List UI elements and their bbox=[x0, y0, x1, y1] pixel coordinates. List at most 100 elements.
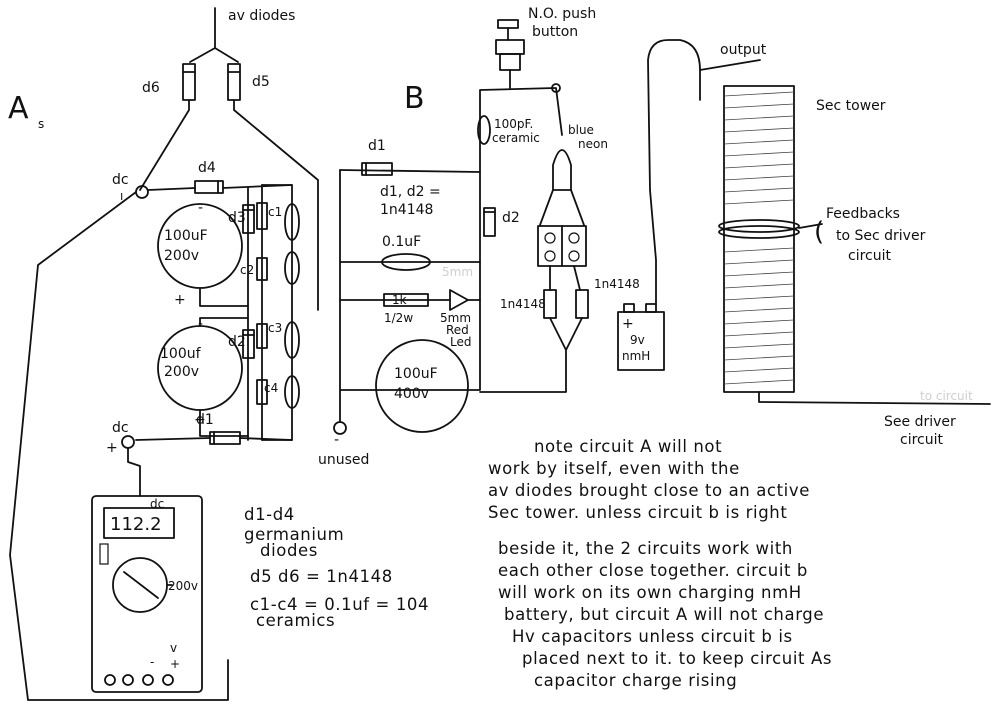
b-bigcap-voltage: 400v bbox=[394, 386, 429, 402]
coil-windings bbox=[723, 91, 795, 385]
legend-c1-c4: c1-c4 = 0.1uf = 104 bbox=[250, 595, 429, 614]
push-button[interactable] bbox=[495, 19, 525, 89]
legend-d5-d6: d5 d6 = 1n4148 bbox=[250, 567, 393, 586]
diode-d3 bbox=[242, 204, 255, 234]
neon-label-2: neon bbox=[578, 137, 608, 151]
diode-d1-label: d1 bbox=[196, 412, 214, 428]
svg-text:ı: ı bbox=[120, 189, 123, 203]
c2-label: c2 bbox=[240, 263, 254, 277]
legend-diodes: diodes bbox=[260, 541, 318, 560]
svg-text:(: ( bbox=[814, 217, 824, 247]
note-line-8: battery, but circuit A will not charge bbox=[504, 605, 824, 624]
feedback-label-1: Feedbacks bbox=[826, 206, 900, 222]
svg-text:v: v bbox=[170, 641, 177, 655]
to-driver-label-1: See driver bbox=[884, 414, 956, 430]
feedback-label-3: circuit bbox=[848, 248, 891, 264]
meter-display bbox=[103, 507, 175, 539]
b-led bbox=[449, 289, 469, 311]
cap-top-value: 100uF bbox=[164, 228, 208, 244]
diode-b-d2 bbox=[483, 207, 496, 237]
dc-terminal-bottom bbox=[121, 435, 135, 449]
svg-text:+: + bbox=[170, 657, 180, 671]
battery-voltage: 9v bbox=[630, 333, 645, 347]
legend-ceramics: ceramics bbox=[256, 611, 335, 630]
b-d1d2-label: d1, d2 = bbox=[380, 184, 441, 200]
capacitor-c1 bbox=[256, 202, 268, 230]
circuit-a: A s av diodes d6 d5 dc ı d4 100uF 200v - bbox=[8, 7, 429, 701]
note-line-3: av diodes brought close to an active bbox=[488, 481, 810, 500]
diode-b-left bbox=[543, 289, 557, 319]
b-100pf-cap bbox=[477, 115, 491, 145]
b-100pf-type: ceramic bbox=[492, 131, 540, 145]
capacitor-c4 bbox=[256, 379, 268, 405]
note-line-5: beside it, the 2 circuits work with bbox=[498, 539, 793, 558]
svg-text:to circuit: to circuit bbox=[920, 389, 973, 403]
svg-text:-: - bbox=[198, 200, 203, 216]
feedback-label-2: to Sec driver bbox=[836, 228, 926, 244]
b-led-color: Red bbox=[446, 323, 469, 337]
note-line-1: note circuit A will not bbox=[534, 437, 722, 456]
ceramic-cap-4 bbox=[284, 375, 300, 409]
diode-d2 bbox=[242, 329, 255, 359]
svg-text:+: + bbox=[174, 292, 186, 308]
dc-bottom-label: dc bbox=[112, 420, 129, 436]
b-electrolytic-cap bbox=[375, 339, 469, 433]
diode-b-d1 bbox=[361, 162, 393, 176]
b-cap-label: 0.1uF bbox=[382, 234, 421, 250]
circuit-a-subscript: s bbox=[38, 117, 44, 131]
diode-d3-label: d3 bbox=[228, 210, 246, 226]
push-button-label: N.O. push bbox=[528, 6, 596, 22]
cap-bottom-value: 100uf bbox=[160, 346, 202, 362]
circuit-b-label: B bbox=[404, 81, 425, 116]
diode-d4-label: d4 bbox=[198, 160, 216, 176]
diode-d6 bbox=[182, 63, 196, 101]
note-block: note circuit A will not work by itself, … bbox=[488, 437, 832, 690]
cap-bottom-voltage: 200v bbox=[164, 364, 199, 380]
meter-reading: 112.2 bbox=[110, 514, 162, 535]
meter-mode-label: dc bbox=[150, 497, 164, 511]
b-diode-right-label: 1n4148 bbox=[594, 277, 640, 291]
note-line-9: Hv capacitors unless circuit b is bbox=[512, 627, 793, 646]
legend-germanium: germanium bbox=[244, 525, 344, 544]
note-line-4: Sec tower. unless circuit b is right bbox=[488, 503, 787, 522]
unused-label: unused bbox=[318, 452, 369, 468]
meter-range-label: 200v bbox=[168, 579, 198, 593]
sec-tower-label: Sec tower bbox=[816, 98, 886, 114]
battery-9v bbox=[617, 311, 665, 371]
sec-tower: output ( Feedbacks to Sec driver circuit… bbox=[699, 42, 991, 448]
c1-label: c1 bbox=[268, 205, 282, 219]
wire-d6-to-dc bbox=[139, 99, 190, 191]
b-resistor-value: 1k bbox=[392, 293, 407, 307]
svg-text:5mm: 5mm bbox=[442, 265, 473, 279]
wire-b-bottom bbox=[479, 317, 583, 393]
b-bigcap-value: 100uF bbox=[394, 366, 438, 382]
b-d1d2-part: 1n4148 bbox=[380, 202, 433, 218]
ceramic-cap-2 bbox=[284, 251, 300, 285]
to-driver-label-2: circuit bbox=[900, 432, 943, 448]
wire-d5-to-bus bbox=[233, 99, 319, 311]
neon-bulb bbox=[552, 149, 572, 191]
b-d2-label: d2 bbox=[502, 210, 520, 226]
circuit-a-label: A bbox=[8, 91, 29, 126]
b-diode-left-label: 1n4148 bbox=[500, 297, 546, 311]
wire-b-right-rail bbox=[339, 171, 481, 391]
multimeter: 112.2 dc 200v - v + bbox=[91, 495, 203, 693]
b-ceramic-cap bbox=[381, 253, 431, 271]
wire-b-top-rail bbox=[339, 87, 556, 173]
capacitor-c2 bbox=[256, 257, 268, 281]
note-line-11: capacitor charge rising bbox=[534, 671, 737, 690]
av-diodes-label: av diodes bbox=[228, 8, 295, 24]
note-line-7: will work on its own charging nmH bbox=[498, 583, 802, 602]
neon-label: blue bbox=[568, 123, 594, 137]
diode-b-right bbox=[575, 289, 589, 319]
av-input-wire bbox=[189, 7, 239, 63]
push-button-label-2: button bbox=[532, 24, 578, 40]
cap-top-voltage: 200v bbox=[164, 248, 199, 264]
b-resistor-watt: 1/2w bbox=[384, 311, 413, 325]
battery-type: nmH bbox=[622, 349, 650, 363]
diode-d2-label: d2 bbox=[228, 334, 246, 350]
b-led-size: 5mm bbox=[440, 311, 471, 325]
note-line-10: placed next to it. to keep circuit As bbox=[522, 649, 832, 668]
dc-top-label: dc bbox=[112, 172, 129, 188]
